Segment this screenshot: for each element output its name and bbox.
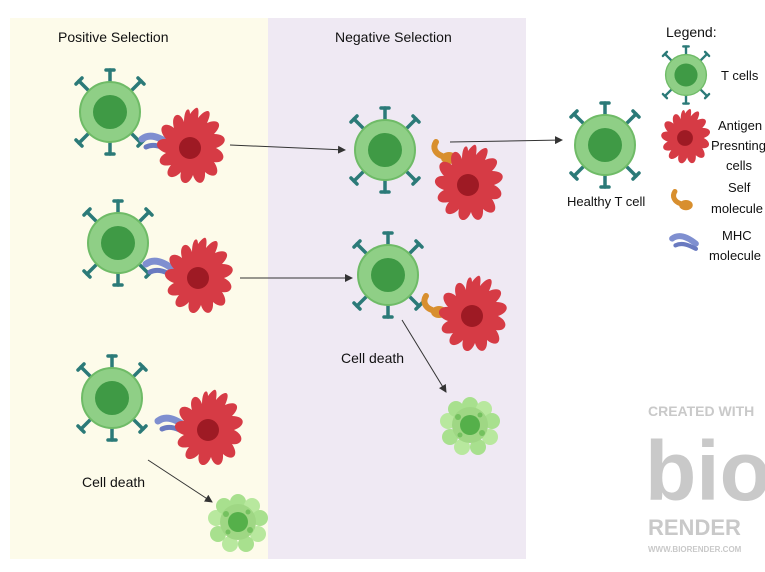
cell-death-label-negative: Cell death	[341, 350, 404, 366]
watermark-created-with: CREATED WITH	[648, 403, 754, 419]
t-cell-icon	[569, 101, 641, 189]
legend-title: Legend:	[666, 24, 717, 40]
legend-apc-label-3: cells	[726, 158, 753, 173]
arrow-icon	[449, 136, 563, 145]
negative-selection-title: Negative Selection	[335, 29, 452, 45]
legend-apc-icon	[661, 109, 711, 164]
legend-t-cell-icon	[661, 45, 711, 105]
legend-apc-label-1: Antigen	[718, 118, 762, 133]
watermark-render: RENDER	[648, 515, 741, 540]
healthy-t-cell-label: Healthy T cell	[567, 194, 645, 209]
legend-mhc-label-2: molecule	[709, 248, 761, 263]
legend-mhc-molecule-icon	[672, 236, 696, 249]
watermark-logo: bio	[645, 424, 765, 518]
legend-self-label-2: molecule	[711, 201, 763, 216]
arrow-icon	[147, 459, 213, 503]
arrow-icon	[401, 319, 447, 393]
positive-selection-title: Positive Selection	[58, 29, 169, 45]
legend-self-label-1: Self	[728, 180, 751, 195]
legend-apc-label-2: Presnting	[711, 138, 765, 153]
cell-death-label-positive: Cell death	[82, 474, 145, 490]
arrow-icon	[229, 144, 346, 154]
watermark-url: WWW.BIORENDER.COM	[648, 545, 742, 554]
legend-self-molecule-icon	[674, 192, 693, 211]
legend-t-cells-label: T cells	[721, 68, 759, 83]
legend-mhc-label-1: MHC	[722, 228, 752, 243]
